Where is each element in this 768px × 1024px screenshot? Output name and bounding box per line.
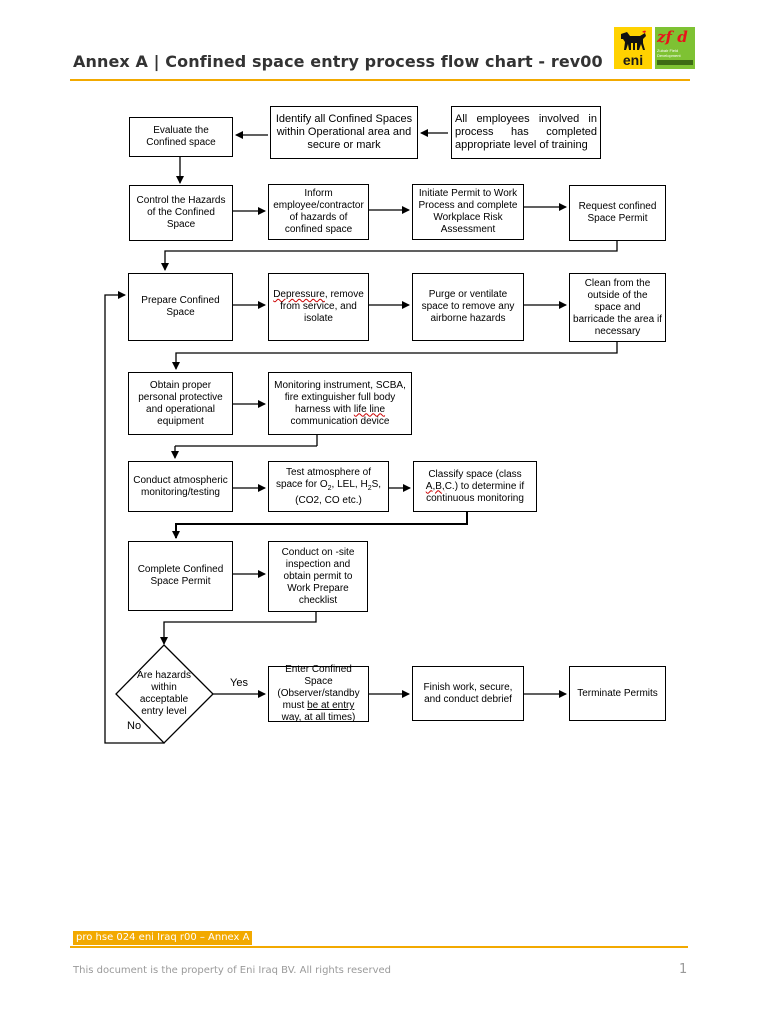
initiate-permit-box: Initiate Permit to Work Process and comp… [412,184,524,240]
test-sub-o2: 2 [327,484,332,492]
enter-space-box: Enter Confined Space (Observer/standby m… [268,664,369,724]
no-label: No [127,720,142,732]
monitoring-text: Monitoring instrument, SCBA, fire exting… [272,380,408,428]
footer-rule [70,946,688,948]
depressure-word: Depressure [273,289,325,300]
conduct-atmospheric-box: Conduct atmospheric monitoring/testing [128,461,233,512]
classify-space-box: Classify space (class A,B,C.) to determi… [413,461,537,512]
page-title: Annex A | Confined space entry process f… [73,52,603,71]
classify-abc: A,B, [425,480,445,492]
onsite-inspection-box: Conduct on -site inspection and obtain p… [268,541,368,612]
life-line-word: life line [353,403,386,415]
control-hazards-box: Control the Hazards of the Confined Spac… [129,185,233,241]
clean-barricade-box: Clean from the outside of the space and … [569,273,666,342]
test-sub-h2s: 2 [367,484,372,492]
classify-text-a: Classify space (class [428,468,522,480]
employees-training-box: All employees involved in process has co… [451,106,601,159]
classify-text-c: C.) to determine if continuous monitorin… [426,480,525,504]
yes-label: Yes [230,677,248,689]
eni-logo-text: eni [622,52,644,68]
test-atmosphere-box: Test atmosphere of space for O2, LEL, H2… [268,461,389,512]
test-text-b: , LEL, H [331,478,368,490]
six-legged-dog-icon [621,30,646,50]
monitoring-text-a: Monitoring instrument, SCBA, fire exting… [274,379,406,415]
test-text-c: S, (CO2, CO etc.) [295,478,382,506]
complete-permit-box: Complete Confined Space Permit [128,541,233,611]
test-text-a: Test atmosphere of space for O [275,466,372,490]
purge-ventilate-box: Purge or ventilate space to remove any a… [412,273,524,341]
monitoring-text-c: communication device [290,415,390,427]
finish-work-box: Finish work, secure, and conduct debrief [412,666,524,721]
obtain-ppe-box: Obtain proper personal protective and op… [128,372,233,435]
zfod-logo-subtitle: Zubair Field Development [657,48,681,58]
test-atmosphere-text: Test atmosphere of space for O2, LEL, H2… [272,467,385,507]
enter-space-text: Enter Confined Space (Observer/standby m… [272,664,365,724]
identify-confined-spaces-box: Identify all Confined Spaces within Oper… [270,106,418,159]
zfod-logo: zf d Zubair Field Development [655,27,695,69]
zfod-logo-arabic-bar [657,60,693,65]
header-rule [70,79,690,81]
eni-logo: eni [614,27,652,69]
enter-text-a: Enter Confined Space (Observer/standby m… [277,664,360,711]
classify-text: Classify space (class A,B,C.) to determi… [417,469,533,505]
ownership-note: This document is the property of Eni Ira… [73,965,391,976]
prepare-space-box: Prepare Confined Space [128,273,233,341]
zfod-logo-text: zf d [657,28,688,46]
document-code-tag: pro hse 024 eni Iraq r00 – Annex A [73,931,253,945]
evaluate-confined-space-box: Evaluate the Confined space [129,117,233,157]
page-number: 1 [679,962,688,977]
depressure-box: Depressure, remove from service, and iso… [268,273,369,341]
terminate-permits-box: Terminate Permits [569,666,666,721]
inform-employee-box: Inform employee/contractor of hazards of… [268,184,369,240]
depressure-text: Depressure, remove from service, and iso… [272,289,365,325]
depressure-rest: , remove from service, and isolate [280,289,364,324]
request-permit-box: Request confined Space Permit [569,185,666,241]
enter-text-c: ) [352,712,356,723]
monitoring-instrument-box: Monitoring instrument, SCBA, fire exting… [268,372,412,435]
enter-text-b: be at entry way, at all times [281,700,355,723]
hazards-decision-diamond: Are hazards within acceptable entry leve… [137,670,191,717]
